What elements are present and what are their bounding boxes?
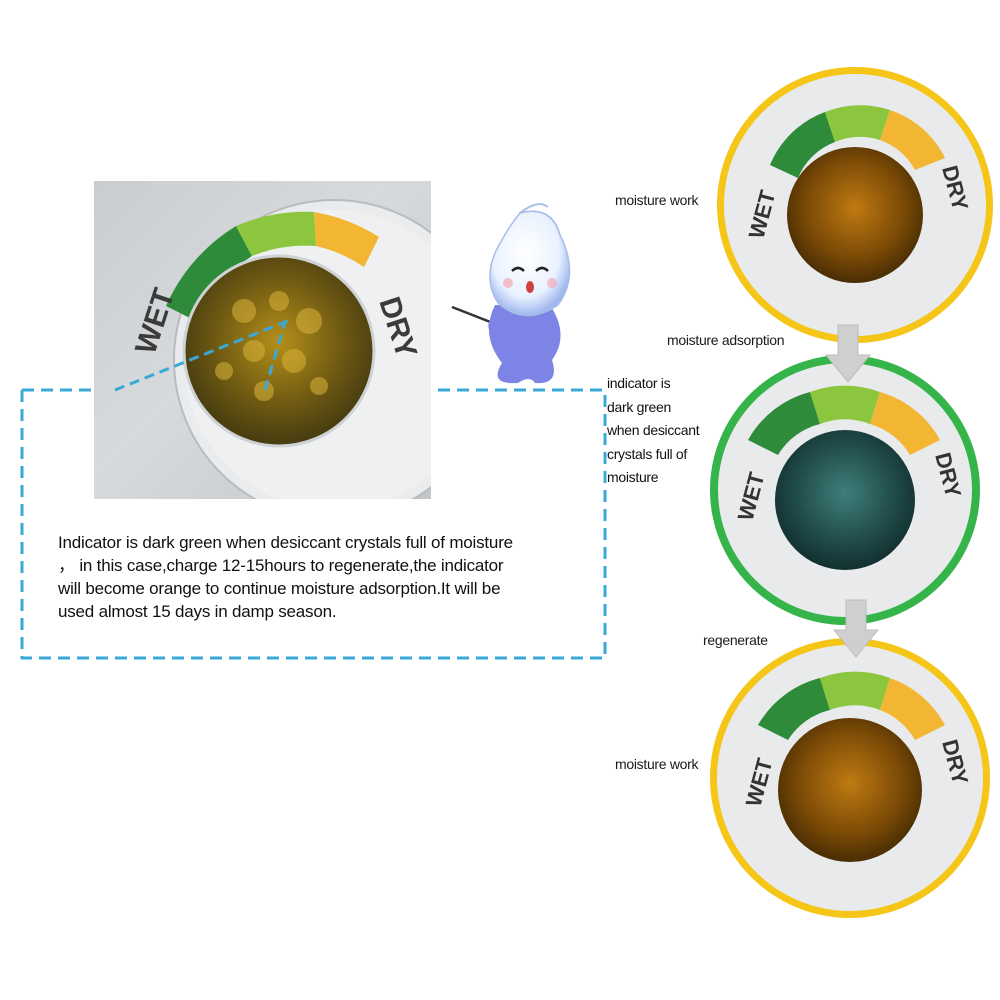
indicator-dial-bottom: WET DRY bbox=[710, 638, 990, 918]
paragraph-line: ， in this case,charge 12-15hours to rege… bbox=[58, 556, 504, 575]
paragraph-line: Indicator is dark green when desiccant c… bbox=[58, 533, 513, 552]
step-label-regenerate: regenerate bbox=[703, 632, 768, 648]
indicator-dial-middle: WET DRY bbox=[710, 355, 980, 625]
side-note: indicator is dark green when desiccant c… bbox=[607, 372, 700, 490]
indicator-dial-large: WET DRY bbox=[129, 199, 431, 499]
indicator-photo: WET DRY bbox=[94, 181, 431, 499]
side-note-line: moisture bbox=[607, 469, 659, 485]
paragraph-line: will become orange to continue moisture … bbox=[58, 579, 501, 598]
step-label-top: moisture work bbox=[615, 192, 699, 208]
mascot-droplet bbox=[451, 203, 571, 384]
paragraph-line: used almost 15 days in damp season. bbox=[58, 602, 337, 621]
side-note-line: when desiccant bbox=[607, 422, 700, 438]
step-label-bottom: moisture work bbox=[615, 756, 699, 772]
side-note-line: crystals full of bbox=[607, 445, 687, 462]
arrow-down-icon bbox=[832, 599, 880, 658]
side-note-line: dark green bbox=[607, 398, 671, 415]
side-note-line: indicator is bbox=[607, 375, 671, 391]
explanation-paragraph: Indicator is dark green when desiccant c… bbox=[58, 531, 578, 623]
indicator-dial-top: WET DRY bbox=[717, 67, 993, 343]
step-label-adsorption: moisture adsorption bbox=[667, 332, 785, 348]
arrow-down-icon bbox=[824, 324, 872, 383]
